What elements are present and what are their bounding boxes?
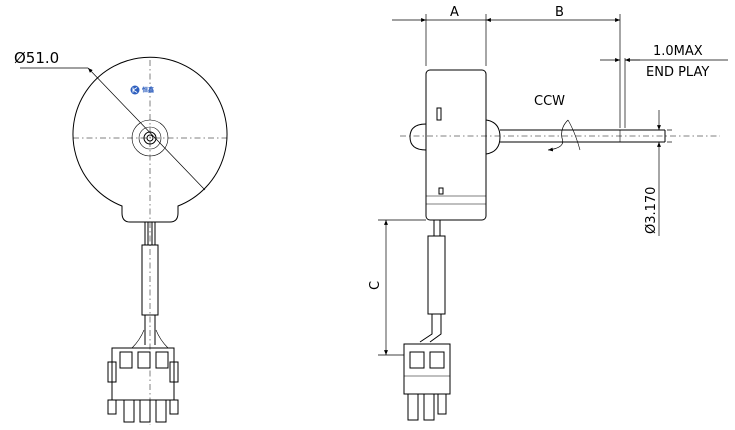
boss-right bbox=[485, 119, 501, 155]
wire-spread bbox=[131, 329, 169, 349]
side-wire-bend bbox=[419, 314, 442, 343]
hub-mid bbox=[138, 126, 162, 150]
dim-a-label: A bbox=[450, 5, 459, 20]
brand-logo: 恒鑫 bbox=[130, 85, 154, 95]
logo-text: 恒鑫 bbox=[142, 86, 154, 94]
ccw-arc bbox=[567, 119, 581, 151]
diameter-arrow bbox=[87, 67, 206, 191]
body-slot-lower bbox=[438, 187, 444, 195]
body-slot bbox=[436, 107, 442, 121]
end-play-label: END PLAY bbox=[646, 65, 709, 80]
connector-side bbox=[403, 343, 451, 421]
ccw-label: CCW bbox=[534, 94, 565, 109]
diameter-label: Ø51.0 bbox=[14, 49, 59, 67]
dim-c-label: C bbox=[368, 281, 383, 290]
dim-b-label: B bbox=[555, 5, 564, 20]
boss-left bbox=[409, 123, 427, 151]
motor-body-side bbox=[425, 69, 487, 221]
end-play-value: 1.0MAX bbox=[653, 44, 703, 59]
front-view: 恒鑫 Ø51.0 bbox=[14, 49, 230, 425]
connector-front bbox=[107, 347, 179, 423]
side-view: CCW A B 1.0MAX END PLAY Ø3.170 C bbox=[368, 5, 728, 421]
side-wire-sleeve bbox=[427, 235, 446, 315]
ccw-arrow bbox=[547, 119, 569, 152]
motor-housing-front bbox=[72, 56, 228, 223]
shaft-diameter-label: Ø3.170 bbox=[644, 187, 659, 234]
wire-sleeve bbox=[141, 244, 159, 316]
